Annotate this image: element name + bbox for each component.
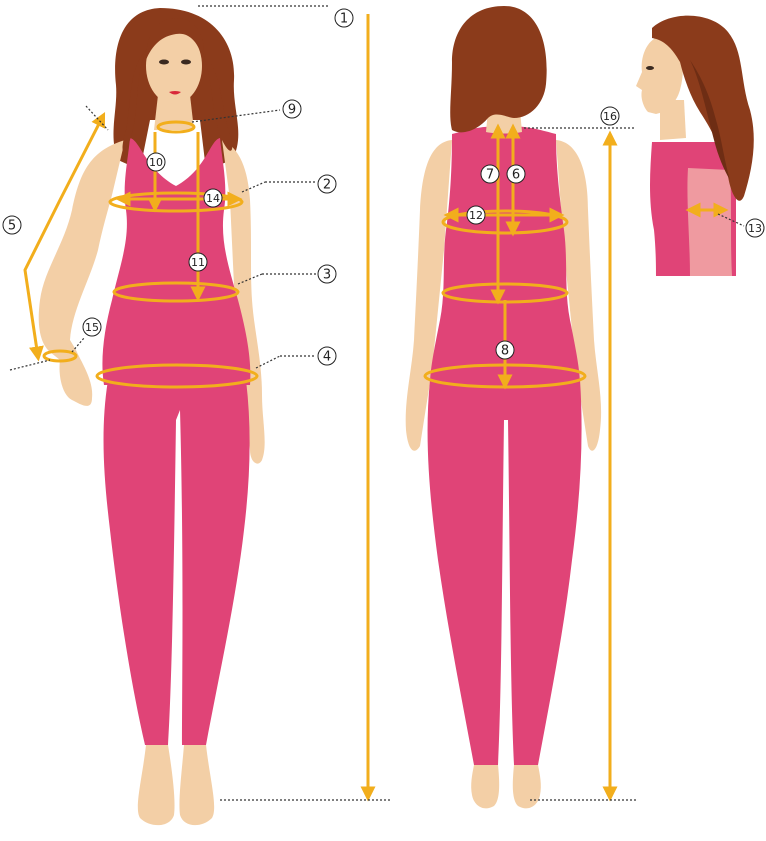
back-left-foot [471, 765, 499, 808]
badge-5-label: 5 [8, 219, 16, 234]
back-figure [406, 6, 601, 808]
badge-16: 16 [601, 107, 619, 125]
back-hair [450, 6, 546, 132]
badge-2-label: 2 [323, 178, 331, 193]
badge-10-label: 10 [149, 156, 163, 169]
badge-14-label: 14 [206, 192, 220, 205]
badge-5: 5 [3, 216, 21, 234]
badge-11: 11 [189, 253, 207, 271]
back-legs [428, 380, 582, 765]
badge-6: 6 [507, 165, 525, 183]
badge-8: 8 [496, 341, 514, 359]
badge-15-label: 15 [85, 321, 99, 334]
badge-12-label: 12 [469, 209, 483, 222]
badge-13-label: 13 [748, 222, 762, 235]
leader-15 [10, 360, 50, 370]
side-sleeve [687, 168, 732, 276]
badge-9-label: 9 [288, 103, 296, 118]
front-figure [39, 8, 265, 825]
front-left-foot [138, 745, 175, 825]
back-right-foot [513, 765, 541, 808]
front-left-eye [159, 60, 169, 65]
badge-12: 12 [467, 206, 485, 224]
badge-14: 14 [204, 189, 222, 207]
badge-11-label: 11 [191, 256, 205, 269]
badge-7: 7 [481, 165, 499, 183]
badge-2: 2 [318, 175, 336, 193]
side-head-figure [636, 16, 754, 276]
badge-4: 4 [318, 347, 336, 365]
badge-6-label: 6 [512, 168, 520, 183]
front-right-eye [181, 60, 191, 65]
side-eye [646, 66, 654, 70]
badge-9: 9 [283, 100, 301, 118]
badge-10: 10 [147, 153, 165, 171]
front-right-foot [179, 745, 214, 825]
badge-1: 1 [335, 9, 353, 27]
badge-1-label: 1 [340, 12, 348, 27]
front-legs [104, 380, 250, 745]
badge-15: 15 [83, 318, 101, 336]
badge-7-label: 7 [486, 168, 494, 183]
badge-4-label: 4 [323, 350, 331, 365]
badge-16-label: 16 [603, 110, 617, 123]
badge-3-label: 3 [323, 268, 331, 283]
badge-13: 13 [746, 219, 764, 237]
badge-8-label: 8 [501, 344, 509, 359]
badge-3: 3 [318, 265, 336, 283]
